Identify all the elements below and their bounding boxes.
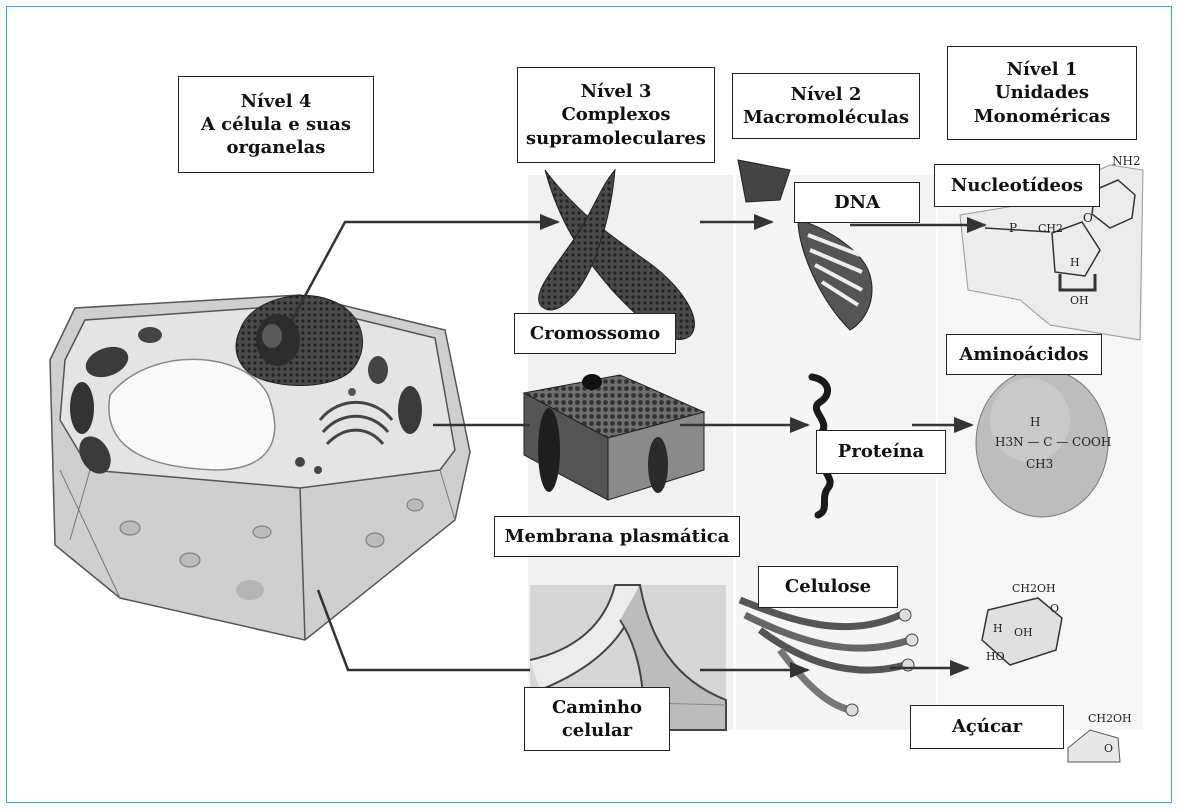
nucleotide-p-text: P (1009, 221, 1017, 235)
sugar2-ch2oh-text: CH2OH (1088, 712, 1132, 725)
nucleotide-nh2-text: NH2 (1112, 154, 1141, 168)
sugar-o-text: O (1050, 602, 1059, 615)
label-aminoacidos-text: Aminoácidos (959, 343, 1088, 366)
sugar-ho-text: HO (986, 650, 1005, 663)
label-caminho: Caminho celular (524, 687, 670, 751)
label-proteina: Proteína (816, 430, 946, 474)
label-membrana-text: Membrana plasmática (505, 525, 730, 548)
label-nucleotideos-text: Nucleotídeos (951, 174, 1083, 197)
label-acucar: Açúcar (910, 705, 1064, 749)
label-celulose: Celulose (758, 566, 898, 608)
label-caminho-line1: Caminho (552, 696, 642, 719)
nucleotide-oh-text: OH (1070, 294, 1089, 307)
nucleotide-o-text: O (1083, 211, 1093, 225)
level4-title: Nível 4 (241, 90, 312, 113)
label-acucar-text: Açúcar (952, 715, 1022, 738)
level3-title: Nível 3 (581, 80, 652, 103)
nucleotide-h-text: H (1070, 256, 1080, 269)
aminoacid-ch3-text: CH3 (1026, 457, 1053, 471)
label-celulose-text: Celulose (785, 575, 871, 598)
label-caminho-line2: celular (562, 719, 632, 742)
level2-box: Nível 2 Macromoléculas (732, 73, 920, 139)
aminoacid-h-text: H (1030, 415, 1040, 429)
label-dna: DNA (794, 182, 920, 223)
aminoacid-main-text: H3N — C — COOH (995, 435, 1111, 449)
level1-title: Nível 1 (1007, 58, 1078, 81)
level1-line3: Monoméricas (974, 105, 1111, 128)
level4-box: Nível 4 A célula e suas organelas (178, 76, 374, 173)
level4-line3: organelas (227, 136, 326, 159)
label-nucleotideos: Nucleotídeos (934, 164, 1100, 207)
plant-cell-illustration (50, 295, 470, 640)
level2-line2: Macromoléculas (743, 106, 909, 129)
label-cromossomo: Cromossomo (514, 313, 676, 354)
level3-line3: supramoleculares (526, 127, 706, 150)
level4-line2: A célula e suas (201, 113, 351, 136)
level1-line2: Unidades (995, 81, 1089, 104)
level1-box: Nível 1 Unidades Monoméricas (947, 46, 1137, 140)
sugar-oh-text: OH (1014, 626, 1033, 639)
sugar-h-text: H (993, 622, 1003, 635)
label-cromossomo-text: Cromossomo (530, 322, 660, 345)
label-proteina-text: Proteína (838, 440, 924, 463)
label-dna-text: DNA (834, 191, 880, 214)
label-aminoacidos: Aminoácidos (946, 334, 1102, 375)
nucleotide-ch2-text: CH2 (1038, 222, 1063, 235)
level2-title: Nível 2 (791, 83, 862, 106)
level3-box: Nível 3 Complexos supramoleculares (517, 67, 715, 163)
level3-line2: Complexos (561, 103, 670, 126)
label-membrana: Membrana plasmática (494, 516, 740, 557)
sugar2-o-text: O (1104, 742, 1113, 755)
sugar-ch2oh-text: CH2OH (1012, 582, 1056, 595)
